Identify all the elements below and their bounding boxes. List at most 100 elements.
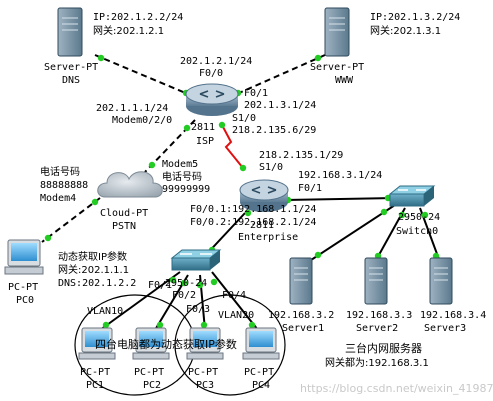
ent-s10-ip: 218.2.135.1/29 [259,150,343,161]
port-dot [421,211,429,219]
router-isp[interactable] [185,83,239,116]
port-dot [183,124,191,132]
server2-name: Server2 [356,323,398,334]
port-dot [314,54,322,62]
switch-lan[interactable] [170,249,222,271]
vlan20-label: VLAN20 [218,310,254,321]
isp-modem-port: Modem0/2/0 [112,115,172,126]
port-dot [196,281,204,289]
www-gw: 网关:202.1.3.1 [370,24,441,37]
port-dot [44,234,52,242]
pc4-name: PC-PT [244,367,274,378]
isp-s10-ip: 218.2.135.6/29 [232,125,316,136]
server-icon [324,7,350,57]
pc4-sub: PC4 [252,380,270,391]
ent-s10: S1/0 [259,162,283,173]
sw-f03: F0/3 [186,304,210,315]
vlan20-boundary [174,294,286,396]
cloud-pstn[interactable] [97,171,163,198]
link-ent-switch0 [284,197,396,201]
phone-num-isp: 88888888 [40,180,88,191]
pc4[interactable] [242,327,280,360]
pc0-sub: PC0 [16,295,34,306]
pc2-sub: PC2 [143,380,161,391]
isp-f01-ip: 202.1.3.1/24 [244,100,316,111]
port-dot [380,208,388,216]
sw-f04: F0/4 [222,290,246,301]
port-dot [97,54,105,62]
sw-f02: F0/2 [172,290,196,301]
server1-ip: 192.168.3.2 [268,310,334,321]
pc0-gw: 网关:202.1.1.1 [58,263,129,276]
server-icon [289,257,313,305]
servers-gw: 网关都为:192.168.3.1 [325,356,429,369]
pc0-note: 动态获取IP参数 [58,250,127,263]
server2[interactable] [364,257,388,305]
isp-f00: F0/0 [199,68,223,79]
phone-title-isp: 电话号码 [40,165,80,178]
port-dot [91,198,99,206]
ent-f01-ip: 192.168.3.1/24 [298,170,382,181]
www-name: Server-PT [310,62,364,73]
port-dot [218,121,226,129]
server1[interactable] [289,257,313,305]
isp-f00-ip: 202.1.2.1/24 [180,56,252,67]
servers-title: 三台内网服务器 [345,341,422,355]
ent-f001: F0/0.1:192.168.1.1/24 [190,204,316,215]
pc3-name: PC-PT [188,367,218,378]
link-www-isp [229,54,326,98]
switch-0[interactable] [388,185,436,207]
lan-note: 四台电脑都为动态获取IP参数 [95,337,237,351]
pc3-sub: PC3 [196,380,214,391]
link-sw0-server1 [307,204,396,263]
isp-modem-ip: 202.1.1.1/24 [96,103,168,114]
port-dot [248,321,256,329]
sw-f01: F0/1 [148,280,172,291]
vlan10-label: VLAN10 [87,306,123,317]
dns-name: Server-PT [44,62,98,73]
pc0-dns: DNS:202.1.2.2 [58,278,136,289]
server1-name: Server1 [282,323,324,334]
server-www[interactable] [324,7,350,57]
phone-title-ent: 电话号码 [162,170,202,183]
link-dns-isp [94,54,196,98]
port-dots [44,54,440,329]
sw0-name: Switch0 [396,226,438,237]
port-dot [180,279,188,287]
port-dot [398,211,406,219]
port-dot [200,321,208,329]
server3[interactable] [429,257,453,305]
link-isp-enterprise-serial [221,124,244,169]
pc3[interactable] [186,327,224,360]
link-cloud-pc0 [41,197,101,243]
dns-ip: IP:202.1.2.2/24 [93,12,183,23]
router-enterprise[interactable] [239,179,289,212]
port-dot [210,278,218,286]
pc2[interactable] [132,327,170,360]
server3-ip: 192.168.3.4 [420,310,486,321]
pc2-name: PC-PT [134,367,164,378]
port-dot [239,164,247,172]
dns-gw: 网关:202.1.2.1 [93,24,164,37]
ent-f002: F0/0.2:192.168.2.1/24 [190,217,316,228]
port-dot [169,276,177,284]
pc1-sub: PC1 [86,380,104,391]
server-dns[interactable] [57,7,83,57]
pc0[interactable] [4,239,44,275]
port-dot [156,321,164,329]
isp-name: ISP [196,136,214,147]
www-sub: WWW [335,75,354,86]
watermark: https://blog.csdn.net/weixin_41987016 [300,382,493,395]
modem5: Modem5 [162,159,198,170]
ent-model: 2811 [250,220,274,231]
sw0-model: 2950-24 [398,212,440,223]
server-icon [57,7,83,57]
isp-s10: S1/0 [232,113,256,124]
pc1-name: PC-PT [80,367,110,378]
pc1[interactable] [78,327,116,360]
pc0-name: PC-PT [8,282,38,293]
server-icon [429,257,453,305]
link-swlan-pc4 [211,271,259,331]
cloud-icon [97,171,163,198]
